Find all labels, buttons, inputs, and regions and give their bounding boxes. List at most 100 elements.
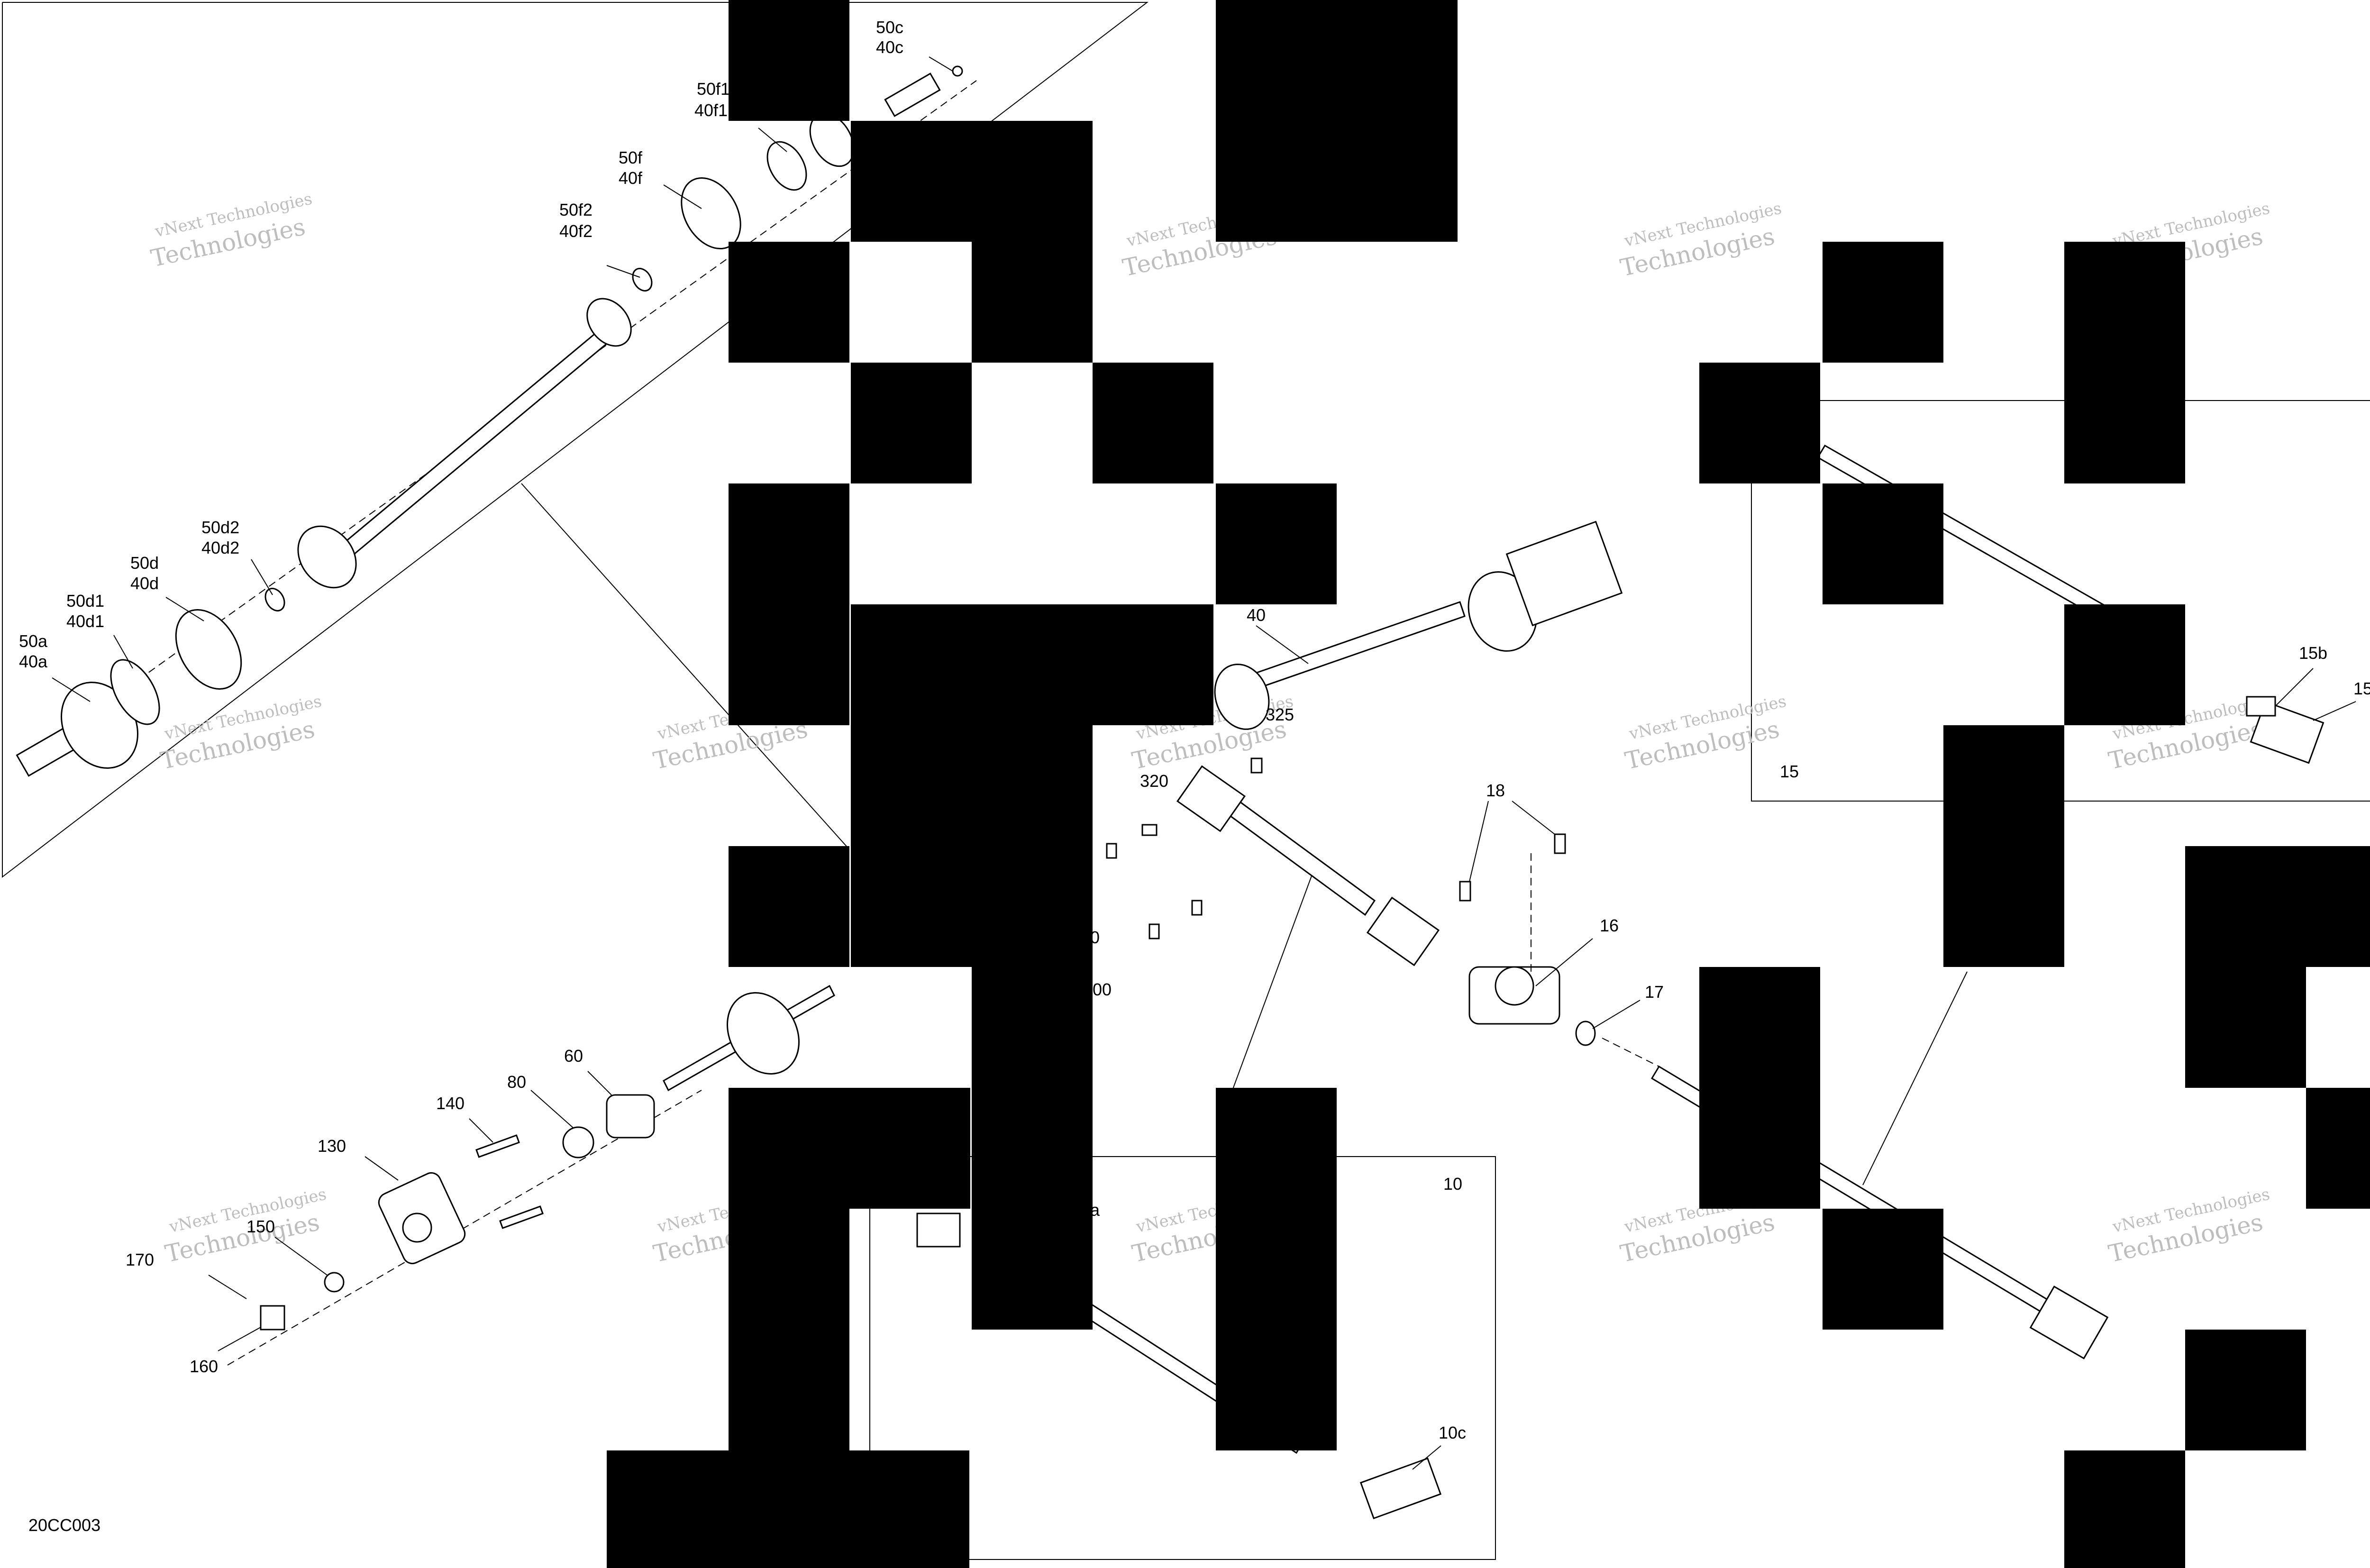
redaction-block	[1216, 1088, 1337, 1450]
redaction-block	[2185, 967, 2306, 1088]
redaction-block	[972, 967, 1093, 1330]
clamp-50d2	[264, 588, 285, 611]
redaction-block	[1093, 363, 1213, 483]
cross-15b	[2246, 696, 2276, 717]
leader	[365, 1156, 399, 1181]
leader	[2313, 701, 2356, 721]
redaction-block	[851, 363, 972, 483]
watermark: vNext Technologies Technologies	[148, 189, 314, 272]
yoke-10c	[1359, 1457, 1442, 1520]
callout-16: 16	[1600, 916, 1619, 935]
callout-50d1: 50d1	[66, 591, 104, 611]
callout-50f2: 50f2	[559, 200, 592, 219]
callout-40a: 40a	[19, 652, 48, 671]
leader	[758, 128, 787, 152]
watermark: vNext Technologies Technologies	[2106, 1185, 2271, 1267]
callout-40f2: 40f2	[559, 221, 592, 241]
washer-150	[324, 1272, 345, 1293]
redaction-block	[729, 0, 849, 121]
redaction-block	[2306, 1088, 2370, 1209]
leader	[1469, 801, 1489, 882]
detail-box-10	[869, 1156, 1496, 1560]
propshaft-front	[1221, 795, 1376, 916]
shaft-40	[1241, 601, 1466, 693]
redaction-block	[972, 242, 1093, 363]
leader	[274, 1237, 328, 1276]
front-drive-shaft-40	[1214, 520, 1623, 730]
redaction-block	[2064, 604, 2185, 725]
clamp-50f1	[766, 141, 807, 191]
redaction-block	[2064, 1450, 2185, 1568]
leader	[587, 1071, 612, 1095]
redaction-blocks	[607, 0, 2370, 1568]
leader	[1535, 938, 1593, 986]
callout-0: 0	[1090, 928, 1100, 947]
diagram-code: 20CC003	[28, 1515, 100, 1535]
redaction-block	[1699, 967, 1820, 1209]
callout-160: 160	[190, 1357, 218, 1376]
callout-17: 17	[1645, 982, 1664, 1002]
leader	[52, 677, 91, 702]
redaction-block	[1943, 725, 2064, 967]
redaction-block	[1823, 242, 1943, 363]
clamp-50f2	[632, 268, 653, 292]
callout-150: 150	[246, 1217, 275, 1236]
bolt-325	[1250, 757, 1263, 774]
clamp-50d1	[110, 659, 160, 725]
panel-leader-line	[521, 483, 849, 849]
bearing-bore	[1495, 966, 1534, 1006]
boot-50d	[175, 609, 242, 690]
callout-10c: 10c	[1439, 1423, 1466, 1442]
splined-end	[884, 73, 941, 117]
redaction-block	[729, 483, 849, 725]
watermark: vNext Technologies Technologies	[1618, 199, 1783, 282]
callout-leaders	[52, 56, 2356, 1470]
rear-drive-shaft-assembly	[16, 65, 977, 777]
callout-50f: 50f	[619, 148, 643, 167]
inner-joint	[297, 525, 357, 589]
yoke-10a	[916, 1212, 961, 1248]
redaction-block	[851, 725, 1093, 967]
stud-140b	[499, 1205, 544, 1229]
bearing-60	[606, 1094, 655, 1139]
callout-15b: 15b	[2299, 643, 2327, 663]
redaction-block	[1699, 363, 1820, 483]
leader	[469, 1118, 493, 1143]
callout-320: 320	[1140, 771, 1168, 791]
callout-170: 170	[126, 1250, 154, 1269]
redaction-block	[2064, 242, 2185, 483]
callout-15: 15	[1780, 762, 1799, 781]
hub-assembly	[208, 985, 835, 1366]
boot-40-inner	[1214, 664, 1270, 730]
callout-labels: 50c 40c 50f1 40f1 50f 40f 50f2 40f2 50d2…	[19, 18, 2370, 1535]
leader	[2275, 668, 2314, 707]
nut-160	[260, 1305, 285, 1331]
callout-50d2: 50d2	[201, 518, 239, 537]
leader	[1412, 1445, 1441, 1470]
callout-50d: 50d	[130, 553, 159, 573]
leader	[113, 635, 133, 669]
callout-0a: 0a	[1081, 1200, 1100, 1220]
leader	[606, 265, 640, 278]
screw	[1191, 900, 1203, 916]
callout-40c: 40c	[876, 37, 903, 57]
leader	[530, 1090, 574, 1129]
callout-00: 00	[1093, 980, 1112, 999]
outer-joint	[586, 298, 632, 347]
screw	[1106, 843, 1117, 859]
bolt-320	[1141, 824, 1158, 836]
wheel-hub-40	[1505, 520, 1623, 627]
axis	[1602, 1038, 1659, 1067]
callout-40f: 40f	[619, 168, 643, 188]
redaction-block	[851, 121, 1093, 242]
callout-10: 10	[1443, 1174, 1462, 1194]
redaction-block	[851, 604, 1213, 725]
cotter-pin-170	[208, 1275, 247, 1299]
circlip-80	[562, 1126, 594, 1158]
bolt-18a	[1459, 881, 1471, 902]
leader	[251, 559, 273, 595]
leader	[1256, 625, 1309, 664]
leader	[1592, 1000, 1641, 1029]
callout-18: 18	[1486, 781, 1505, 800]
stud-140a	[475, 1134, 520, 1158]
